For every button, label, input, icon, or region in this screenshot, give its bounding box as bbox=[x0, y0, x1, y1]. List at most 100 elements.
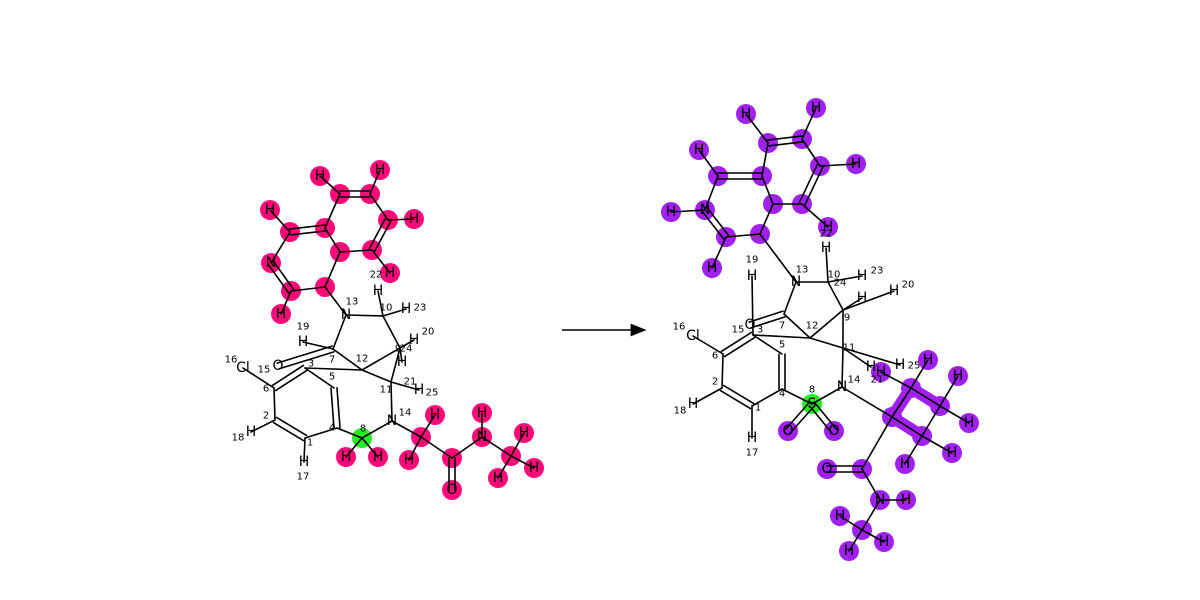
bond bbox=[921, 435, 953, 454]
atom-label: H bbox=[666, 204, 677, 220]
atom-map-number: 10 bbox=[380, 303, 393, 314]
bond bbox=[801, 203, 829, 228]
atom-label: H bbox=[401, 301, 412, 317]
bond bbox=[271, 364, 305, 387]
atom-map-number: 19 bbox=[746, 255, 759, 266]
atom-map-number: 4 bbox=[329, 423, 335, 434]
atom-label: H bbox=[414, 382, 425, 398]
atom-label: H bbox=[341, 449, 352, 465]
bond bbox=[752, 334, 811, 339]
bond bbox=[387, 218, 415, 221]
atom-map-number: 6 bbox=[263, 384, 269, 395]
bond bbox=[842, 290, 895, 311]
atom-map-number: 22 bbox=[370, 270, 383, 281]
bond bbox=[330, 387, 335, 430]
bond bbox=[670, 209, 706, 213]
atom-label: H bbox=[694, 142, 705, 158]
atom-label: H bbox=[947, 445, 958, 461]
atom-highlight bbox=[817, 459, 837, 479]
atom-label: Cl bbox=[236, 360, 250, 376]
atom-label: H bbox=[519, 425, 530, 441]
bond bbox=[819, 163, 857, 167]
bond bbox=[336, 386, 341, 429]
atom-label: N bbox=[266, 255, 276, 271]
bond bbox=[761, 175, 774, 205]
bond bbox=[750, 316, 786, 329]
bond bbox=[842, 347, 901, 366]
atom-label: H bbox=[964, 415, 975, 431]
bond bbox=[332, 314, 347, 350]
bond bbox=[719, 389, 752, 410]
bond bbox=[813, 401, 838, 430]
bond bbox=[368, 217, 387, 250]
atom-label: O bbox=[272, 358, 283, 374]
atom-map-number: 20 bbox=[902, 280, 915, 291]
bond bbox=[811, 386, 843, 405]
bond bbox=[706, 207, 730, 236]
bond bbox=[761, 142, 769, 177]
bond bbox=[801, 107, 817, 140]
atom-label: H bbox=[901, 492, 912, 508]
atom-map-number: 16 bbox=[673, 322, 686, 333]
bond bbox=[373, 220, 392, 253]
bond bbox=[781, 388, 813, 405]
bond bbox=[276, 345, 333, 364]
atom-label: H bbox=[923, 352, 934, 368]
atom-label: N bbox=[837, 379, 847, 395]
bond bbox=[497, 455, 512, 479]
bond bbox=[390, 347, 401, 383]
bond bbox=[910, 387, 941, 407]
bond bbox=[861, 416, 893, 470]
atom-map-number: 8 bbox=[809, 385, 815, 396]
bond bbox=[861, 529, 885, 543]
bond bbox=[910, 359, 929, 389]
bond bbox=[390, 381, 393, 422]
atom-label: H bbox=[404, 452, 415, 468]
bond bbox=[391, 420, 422, 438]
bond bbox=[290, 286, 326, 292]
atom-map-number: 10 bbox=[828, 270, 841, 281]
bond bbox=[269, 209, 291, 233]
atom-label: H bbox=[821, 240, 832, 256]
bond bbox=[377, 290, 384, 317]
atom-map-number: 18 bbox=[674, 406, 687, 417]
atom-label: O bbox=[446, 482, 457, 498]
bond bbox=[723, 336, 756, 358]
bond bbox=[841, 386, 893, 418]
bond bbox=[825, 247, 829, 283]
atom-map-number: 14 bbox=[848, 375, 861, 386]
atom-map-number: 21 bbox=[404, 377, 417, 388]
atom-label: H bbox=[373, 283, 384, 299]
bond bbox=[242, 367, 275, 389]
atom-map-number: 4 bbox=[779, 389, 785, 400]
bond bbox=[345, 314, 384, 317]
atom-label: H bbox=[315, 168, 326, 184]
bond bbox=[803, 166, 824, 207]
bond bbox=[752, 334, 783, 355]
bonds bbox=[242, 107, 970, 552]
atom-label: H bbox=[835, 508, 846, 524]
bond bbox=[745, 113, 769, 144]
bond bbox=[408, 436, 422, 461]
atom-label: O bbox=[828, 423, 839, 439]
bond bbox=[273, 387, 276, 421]
atom-label: Cl bbox=[686, 328, 700, 344]
bond bbox=[759, 203, 774, 235]
atom-label: H bbox=[823, 219, 834, 235]
bond bbox=[891, 387, 912, 418]
atom-map-number: 25 bbox=[426, 388, 439, 399]
bond bbox=[399, 347, 403, 363]
atom-label: H bbox=[409, 332, 420, 348]
atom-label: H bbox=[246, 424, 257, 440]
atom-label: O bbox=[782, 423, 793, 439]
bond bbox=[751, 388, 783, 407]
bond bbox=[319, 175, 341, 195]
bond bbox=[766, 135, 803, 141]
atom-map-number: 24 bbox=[834, 278, 847, 289]
bond bbox=[798, 163, 819, 204]
atom-map-number: 24 bbox=[400, 344, 413, 355]
atom-map-number: 15 bbox=[732, 325, 745, 336]
bond bbox=[280, 290, 292, 315]
atom-label: N bbox=[791, 274, 801, 290]
